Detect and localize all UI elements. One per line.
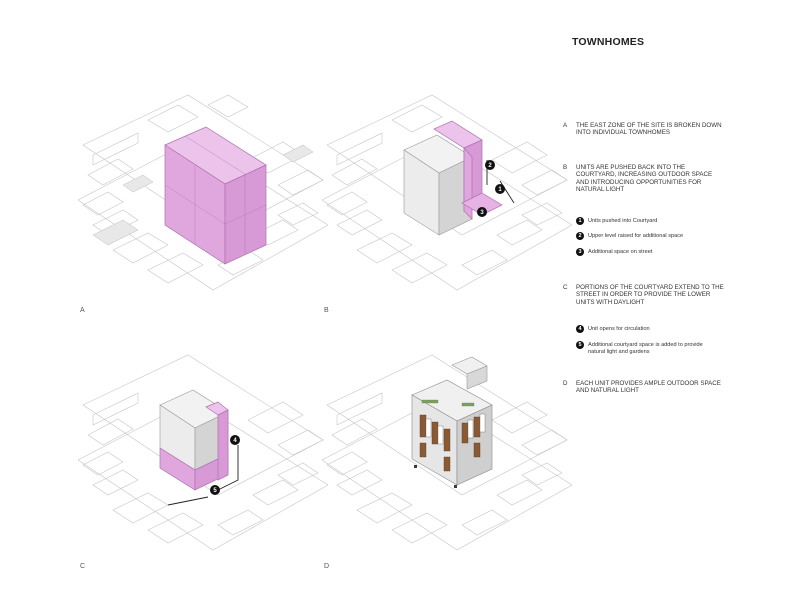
- svg-text:2: 2: [488, 163, 492, 169]
- axonometric-a-graphic: [78, 94, 328, 291]
- page-title: TOWNHOMES: [572, 36, 645, 48]
- section-a-text: THE EAST ZONE OF THE SITE IS BROKEN DOWN…: [576, 122, 722, 137]
- axonometric-c-graphic: 4 5: [78, 354, 328, 551]
- number-2-badge: 2: [576, 232, 584, 240]
- number-3-badge: 3: [576, 248, 584, 256]
- diagram-panel-b: 2 1 3: [322, 85, 572, 300]
- section-b-letter: B: [563, 164, 568, 171]
- legend-item-5-text: Additional courtyard space is added to p…: [588, 342, 703, 355]
- panel-label-d: D: [324, 563, 330, 570]
- legend-item-3-text: Additional space on street: [588, 249, 653, 255]
- axonometric-d-graphic: [322, 354, 572, 551]
- section-d-letter: D: [563, 380, 568, 387]
- diagram-panel-c: 4 5: [78, 345, 328, 560]
- number-1-badge: 1: [576, 217, 584, 225]
- legend-item-4-text: Unit opens for circulation: [588, 326, 650, 332]
- section-a-letter: A: [563, 122, 568, 129]
- panel-label-c: C: [80, 563, 86, 570]
- diagram-panel-d: [322, 345, 572, 560]
- panel-label-b: B: [324, 307, 329, 314]
- legend-item-1-text: Units pushed into Courtyard: [588, 218, 658, 224]
- section-b-text: UNITS ARE PUSHED BACK INTO THE COURTYARD…: [576, 164, 713, 194]
- panel-label-a: A: [80, 307, 85, 314]
- number-5-badge: 5: [576, 341, 584, 349]
- svg-text:1: 1: [498, 187, 502, 193]
- section-d-text: EACH UNIT PROVIDES AMPLE OUTDOOR SPACE A…: [576, 380, 721, 395]
- section-c-letter: C: [563, 284, 568, 291]
- svg-text:5: 5: [213, 488, 217, 494]
- axonometric-b-graphic: 2 1 3: [322, 94, 572, 291]
- number-4-badge: 4: [576, 325, 584, 333]
- svg-text:4: 4: [233, 438, 237, 444]
- section-c-text: PORTIONS OF THE COURTYARD EXTEND TO THE …: [576, 284, 724, 306]
- legend-item-2-text: Upper level raised for additional space: [588, 233, 684, 239]
- svg-text:3: 3: [480, 210, 484, 216]
- diagram-panel-a: [78, 85, 328, 300]
